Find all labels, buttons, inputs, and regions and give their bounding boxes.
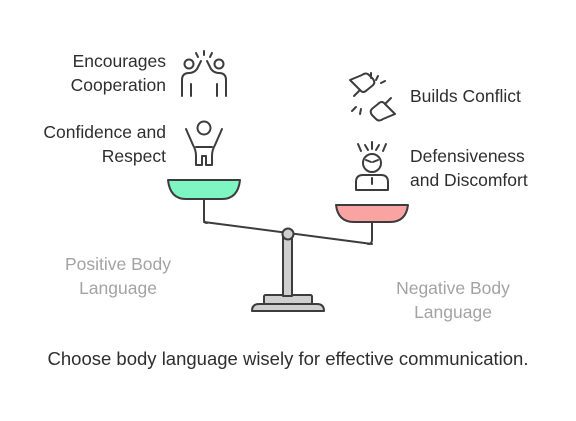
scale-stand xyxy=(251,235,325,312)
footer-caption: Choose body language wisely for effectiv… xyxy=(47,348,529,369)
scale-pivot xyxy=(281,227,295,241)
builds-conflict-label: Builds Conflict xyxy=(410,86,521,106)
confident-person-icon xyxy=(185,120,223,166)
encourages-cooperation-label: Encourages Cooperation xyxy=(70,51,166,95)
positive-pan xyxy=(167,179,241,200)
stressed-person-icon xyxy=(355,141,389,191)
positive-body-language-label: Positive Body Language xyxy=(64,254,172,298)
negative-pan xyxy=(335,204,409,223)
confidence-respect-label: Confidence and Respect xyxy=(43,122,166,166)
teamwork-high-five-icon xyxy=(181,50,227,97)
defensiveness-discomfort-label: Defensiveness and Discomfort xyxy=(410,146,528,190)
negative-body-language-label: Negative Body Language xyxy=(396,278,510,322)
clashing-fists-icon xyxy=(349,72,396,122)
